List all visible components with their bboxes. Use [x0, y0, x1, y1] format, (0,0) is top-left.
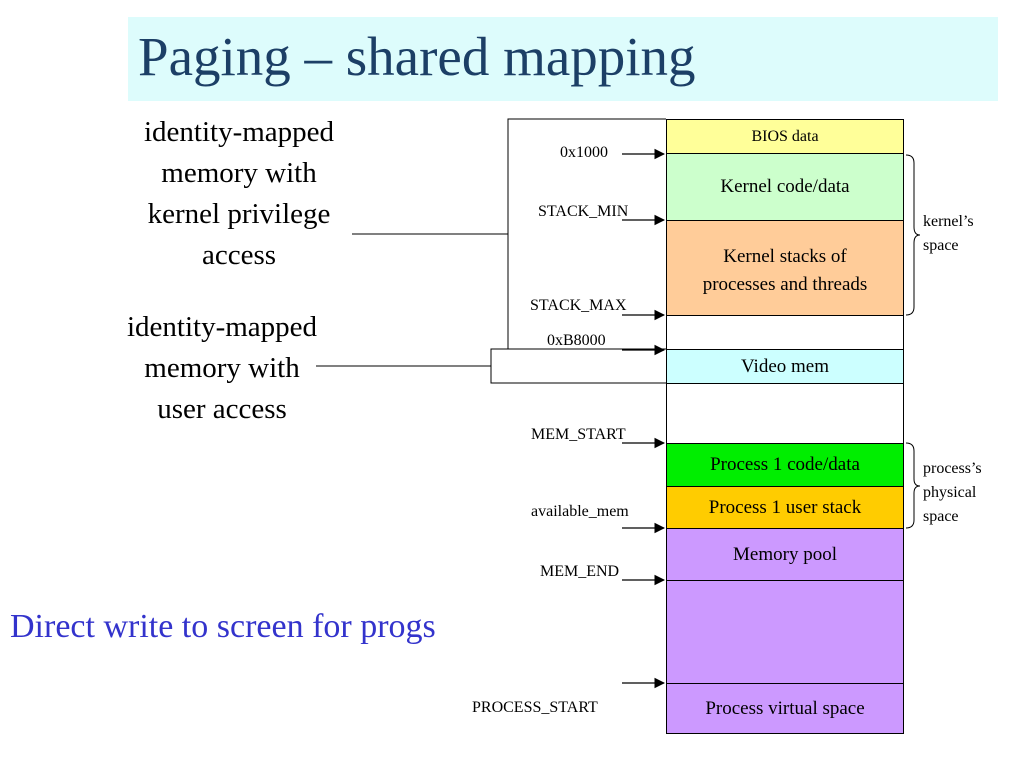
kernel-access-line-1: identity-mapped — [143, 116, 335, 148]
process-space-label: process’s physical space — [923, 457, 982, 529]
process1-stack-label: Process 1 user stack — [708, 497, 862, 518]
virtual-space-label: Process virtual space — [705, 698, 865, 719]
slide-title: Paging – shared mapping — [138, 26, 696, 87]
memory-pool-label: Memory pool — [733, 544, 837, 565]
process1-code-block: Process 1 code/data — [666, 443, 904, 487]
kernel-code-label: Kernel code/data — [720, 176, 850, 197]
process-space-line-1: process’s — [923, 460, 982, 477]
kernel-code-block: Kernel code/data — [666, 153, 904, 221]
kernel-access-label: identity-mapped memory with kernel privi… — [120, 112, 358, 276]
user-mapping-bracket — [490, 348, 666, 384]
empty-block-1 — [666, 315, 904, 350]
title-bar: Paging – shared mapping — [128, 17, 998, 101]
process-space-line-2: physical — [923, 484, 977, 501]
kernel-access-line-2: memory with — [161, 157, 317, 189]
kernel-stacks-line-1: Kernel stacks of — [723, 246, 847, 267]
addr-mem-end: MEM_END — [540, 563, 620, 580]
user-access-line-1: identity-mapped — [126, 311, 318, 343]
addr-process-start: PROCESS_START — [472, 699, 598, 716]
process1-stack-block: Process 1 user stack — [666, 486, 904, 529]
kernel-access-line-4: access — [201, 239, 277, 271]
addr-0x1000: 0x1000 — [560, 144, 608, 161]
virtual-space-block: Process virtual space — [666, 683, 904, 734]
direct-write-note: Direct write to screen for progs — [10, 608, 436, 645]
addr-stack-max: STACK_MAX — [530, 297, 627, 314]
user-access-label: identity-mapped memory with user access — [103, 307, 341, 430]
kernel-space-line-2: space — [923, 237, 959, 254]
bios-data-label: BIOS data — [751, 128, 819, 145]
kernel-space-label: kernel’s space — [923, 210, 974, 258]
pool-extension-block — [666, 580, 904, 684]
kernel-access-line-3: kernel privilege — [147, 198, 331, 230]
empty-block-2 — [666, 383, 904, 444]
kernel-space-brace — [905, 154, 921, 316]
kernel-stacks-line-2: processes and threads — [702, 274, 868, 295]
addr-stack-min: STACK_MIN — [538, 203, 629, 220]
process-space-brace — [905, 442, 921, 529]
user-access-line-2: memory with — [144, 352, 300, 384]
kernel-space-line-1: kernel’s — [923, 213, 974, 230]
addr-mem-start: MEM_START — [531, 426, 626, 443]
user-access-line-3: user access — [157, 393, 287, 425]
addr-available-mem: available_mem — [531, 503, 629, 520]
addr-0xb8000: 0xB8000 — [547, 332, 606, 349]
video-mem-block: Video mem — [666, 349, 904, 384]
memory-pool-block: Memory pool — [666, 528, 904, 581]
process1-code-label: Process 1 code/data — [710, 454, 860, 475]
video-mem-label: Video mem — [740, 356, 830, 377]
kernel-stacks-block: Kernel stacks of processes and threads — [666, 220, 904, 316]
bios-data-block: BIOS data — [666, 119, 904, 154]
process-space-line-3: space — [923, 508, 959, 525]
